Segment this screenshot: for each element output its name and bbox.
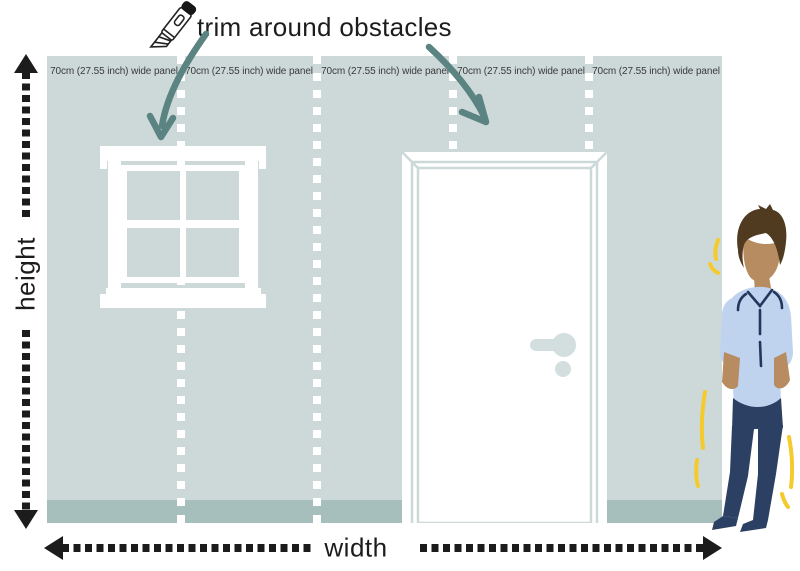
door-frame (402, 152, 607, 523)
baseboard (47, 500, 722, 523)
arrowhead-right-icon (703, 536, 722, 560)
panel-width-label: 70cm (27.55 inch) wide panel (592, 66, 720, 77)
window-pane (186, 228, 239, 277)
man-face (743, 236, 780, 282)
door-illustration (402, 152, 607, 523)
height-label: height (10, 237, 41, 311)
arrowhead-down-icon (14, 510, 38, 529)
man-illustration (694, 204, 795, 532)
arrowhead-up-icon (14, 54, 38, 73)
arrowhead-left-icon (44, 536, 63, 560)
window-pane (127, 171, 180, 220)
width-label: width (324, 532, 388, 563)
window-top-casing (100, 146, 266, 161)
window-left-jamb (108, 161, 121, 288)
man-right-forearm (774, 352, 790, 389)
height-measure-line (22, 330, 30, 510)
yellow-accent-marks (694, 238, 795, 509)
door-leaf (416, 166, 593, 523)
height-measure-line (22, 72, 30, 218)
window-pane (127, 228, 180, 277)
panel-width-label: 70cm (27.55 inch) wide panel (50, 66, 178, 77)
man-left-forearm (722, 352, 740, 390)
width-measure-line (62, 544, 312, 552)
panel-width-label: 70cm (27.55 inch) wide panel (185, 66, 313, 77)
door-handle-icon (530, 333, 576, 377)
width-measure-line (420, 544, 705, 552)
panel-seam-line (313, 56, 321, 523)
panel-width-label: 70cm (27.55 inch) wide panel (457, 66, 585, 77)
window-illustration (100, 146, 266, 308)
shirt-collar-lines (736, 288, 784, 368)
window-pane (186, 171, 239, 220)
man-pants (712, 398, 783, 532)
utility-knife-icon (149, 1, 197, 48)
page-title: trim around obstacles (197, 12, 452, 42)
man-hair (737, 204, 787, 268)
panel-width-label: 70cm (27.55 inch) wide panel (321, 66, 449, 77)
window-right-jamb (245, 161, 258, 288)
window-sill (100, 294, 266, 308)
